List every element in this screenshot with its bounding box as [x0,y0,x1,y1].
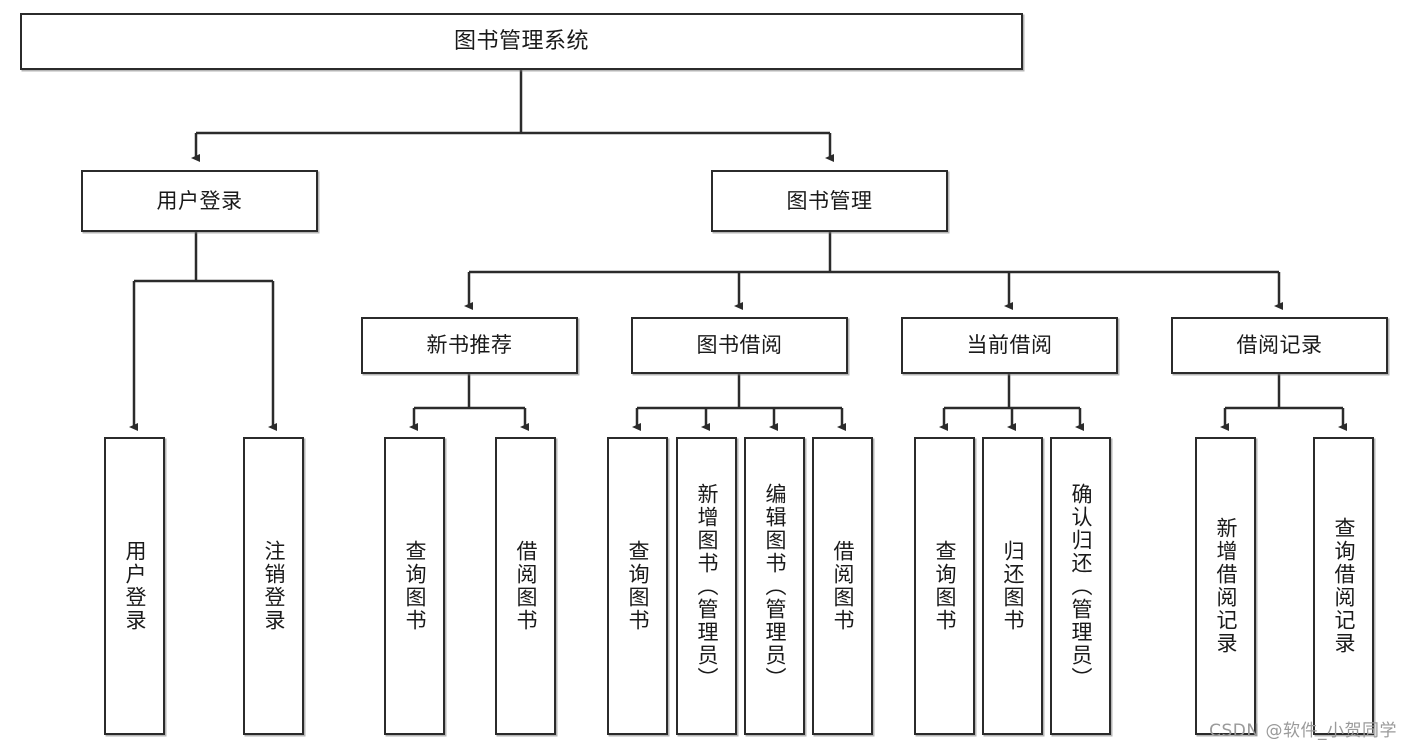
node-book-borrow[interactable]: 图书借阅 [631,317,848,374]
node-label: 注销登录 [261,540,286,632]
node-label: 当前借阅 [966,333,1053,358]
node-label: 图书管理系统 [453,28,589,54]
leaf-borrow-borrow-book[interactable]: 借阅图书 [812,437,873,735]
node-label: 编辑图书（管理员） [762,482,787,690]
node-new-book-recommend[interactable]: 新书推荐 [361,317,578,374]
node-label: 图书管理 [786,188,873,213]
leaf-current-confirm-return-admin[interactable]: 确认归还（管理员） [1050,437,1111,735]
node-book-management[interactable]: 图书管理 [711,170,948,232]
node-label: 借阅记录 [1236,333,1323,358]
leaf-current-query-book[interactable]: 查询图书 [914,437,975,735]
node-label: 查询图书 [625,540,650,632]
node-label: 用户登录 [122,540,147,632]
leaf-new-book-borrow[interactable]: 借阅图书 [495,437,556,735]
leaf-borrow-query-book[interactable]: 查询图书 [607,437,668,735]
node-root-system[interactable]: 图书管理系统 [20,13,1023,70]
leaf-borrow-add-book-admin[interactable]: 新增图书（管理员） [676,437,737,735]
node-label: 用户登录 [156,188,243,213]
node-label: 查询图书 [932,540,957,632]
leaf-current-return-book[interactable]: 归还图书 [982,437,1043,735]
node-label: 借阅图书 [830,540,855,632]
node-label: 借阅图书 [513,540,538,632]
node-label: 查询图书 [402,540,427,632]
node-current-borrow[interactable]: 当前借阅 [901,317,1118,374]
node-label: 新书推荐 [426,333,513,358]
node-label: 查询借阅记录 [1331,517,1356,655]
node-borrow-record[interactable]: 借阅记录 [1171,317,1388,374]
leaf-user-login-logout[interactable]: 注销登录 [243,437,304,735]
node-user-login[interactable]: 用户登录 [81,170,318,232]
watermark-text: CSDN @软件_小贺同学 [1209,721,1397,741]
node-label: 确认归还（管理员） [1068,482,1093,690]
leaf-record-add-record[interactable]: 新增借阅记录 [1195,437,1256,735]
node-label: 归还图书 [1000,540,1025,632]
leaf-borrow-edit-book-admin[interactable]: 编辑图书（管理员） [744,437,805,735]
leaf-new-book-query[interactable]: 查询图书 [384,437,445,735]
leaf-user-login-login[interactable]: 用户登录 [104,437,165,735]
node-label: 新增图书（管理员） [694,482,719,690]
node-label: 图书借阅 [696,333,783,358]
leaf-record-query-record[interactable]: 查询借阅记录 [1313,437,1374,735]
node-label: 新增借阅记录 [1213,517,1238,655]
